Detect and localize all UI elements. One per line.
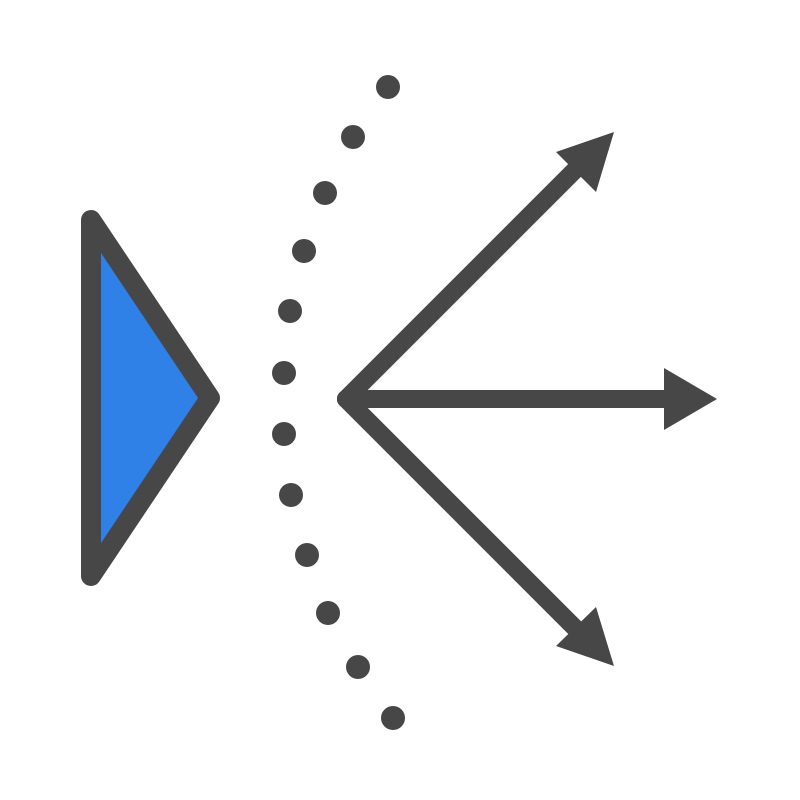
arc-dot: [376, 75, 400, 99]
arrow-head-up-right-icon: [556, 132, 614, 192]
arc-dot: [272, 361, 296, 385]
arc-dot: [346, 655, 370, 679]
arc-dot: [295, 543, 319, 567]
arc-dot: [278, 299, 302, 323]
ray-down-right: [337, 390, 594, 647]
arc-dot: [381, 706, 405, 730]
arc-dot: [341, 125, 365, 149]
arc-dot: [272, 422, 296, 446]
arrow-heads: [556, 132, 717, 666]
arc-dot: [279, 483, 303, 507]
rays: [337, 151, 681, 647]
arc-dot: [292, 239, 316, 263]
arrow-head-down-right-icon: [556, 607, 614, 666]
source-triangle-icon: [81, 210, 220, 586]
arc-dot: [316, 601, 340, 625]
dotted-arc: [272, 75, 405, 730]
ray-up-right: [337, 151, 594, 408]
arc-dot: [313, 181, 337, 205]
arrow-head-right-icon: [664, 368, 717, 430]
